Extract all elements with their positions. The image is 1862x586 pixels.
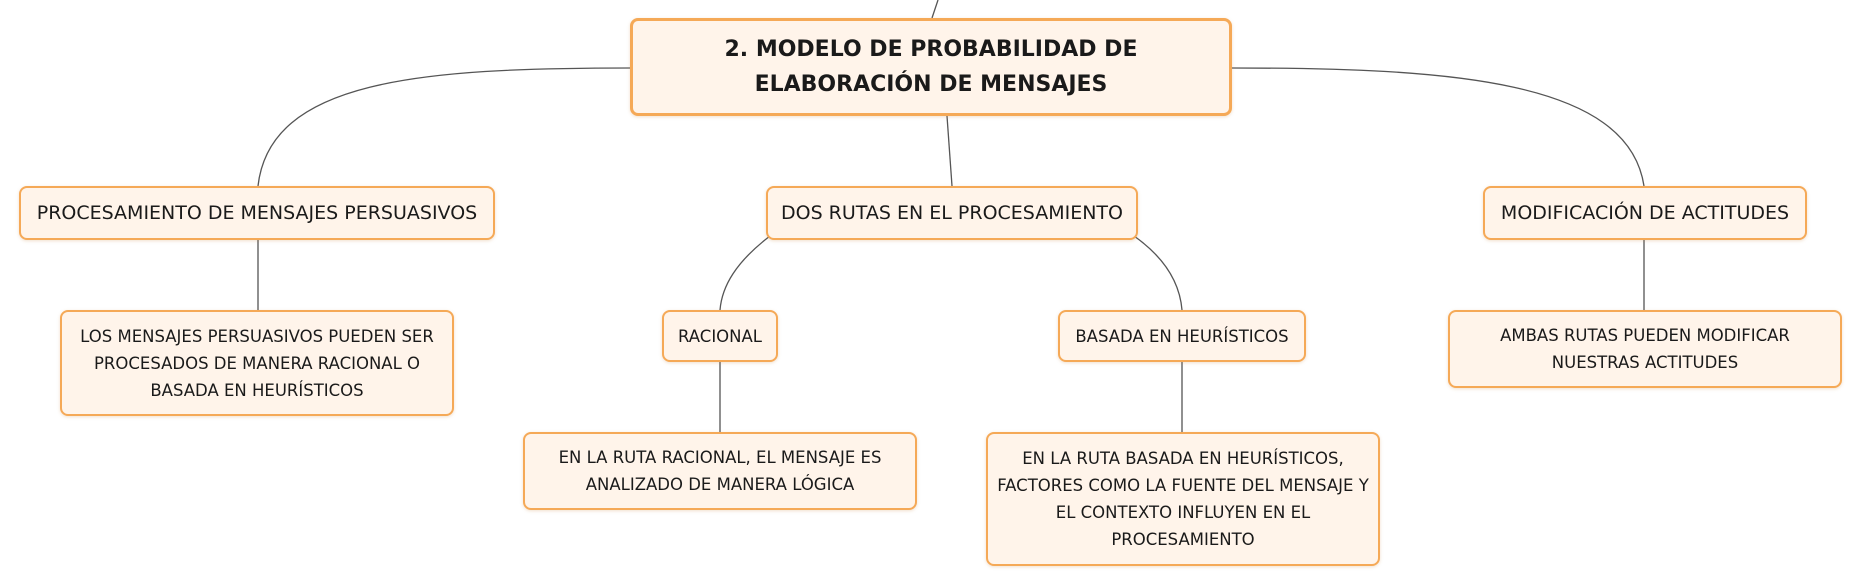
- node-dos-rutas[interactable]: DOS RUTAS EN EL PROCESAMIENTO: [766, 186, 1138, 240]
- node-modificacion-detail-text: AMBAS RUTAS PUEDEN MODIFICAR NUESTRAS AC…: [1500, 326, 1790, 372]
- connector-parent-to-root: [931, 0, 939, 19]
- node-racional-label: RACIONAL: [678, 326, 762, 346]
- node-heuristicos-detail-text: EN LA RUTA BASADA EN HEURÍSTICOS, FACTOR…: [997, 449, 1369, 549]
- node-racional-detail[interactable]: EN LA RUTA RACIONAL, EL MENSAJE ES ANALI…: [523, 432, 917, 510]
- node-racional[interactable]: RACIONAL: [662, 310, 778, 362]
- node-racional-detail-text: EN LA RUTA RACIONAL, EL MENSAJE ES ANALI…: [558, 448, 882, 494]
- connector-root-to-modificacion: [1231, 67, 1645, 187]
- node-heuristicos-detail[interactable]: EN LA RUTA BASADA EN HEURÍSTICOS, FACTOR…: [986, 432, 1380, 566]
- connector-dos-rutas-to-racional: [719, 235, 771, 311]
- connector-dos-rutas-to-heuristicos: [1133, 235, 1183, 311]
- node-procesamiento-detail-text: LOS MENSAJES PERSUASIVOS PUEDEN SER PROC…: [80, 326, 434, 400]
- connector-root-to-procesamiento: [257, 67, 631, 187]
- node-heuristicos-label: BASADA EN HEURÍSTICOS: [1075, 326, 1289, 346]
- node-modificacion-label: MODIFICACIÓN DE ACTITUDES: [1500, 202, 1790, 224]
- connector-root-to-dos-rutas: [946, 115, 953, 187]
- root-title: 2. MODELO DE PROBABILIDAD DE ELABORACIÓN…: [724, 37, 1138, 97]
- node-dos-rutas-label: DOS RUTAS EN EL PROCESAMIENTO: [781, 202, 1123, 224]
- node-procesamiento[interactable]: PROCESAMIENTO DE MENSAJES PERSUASIVOS: [19, 186, 495, 240]
- node-modificacion-detail[interactable]: AMBAS RUTAS PUEDEN MODIFICAR NUESTRAS AC…: [1448, 310, 1842, 388]
- node-heuristicos[interactable]: BASADA EN HEURÍSTICOS: [1058, 310, 1306, 362]
- root-node[interactable]: 2. MODELO DE PROBABILIDAD DE ELABORACIÓN…: [630, 18, 1232, 116]
- node-procesamiento-detail[interactable]: LOS MENSAJES PERSUASIVOS PUEDEN SER PROC…: [60, 310, 454, 416]
- node-modificacion[interactable]: MODIFICACIÓN DE ACTITUDES: [1483, 186, 1807, 240]
- node-procesamiento-label: PROCESAMIENTO DE MENSAJES PERSUASIVOS: [36, 202, 478, 224]
